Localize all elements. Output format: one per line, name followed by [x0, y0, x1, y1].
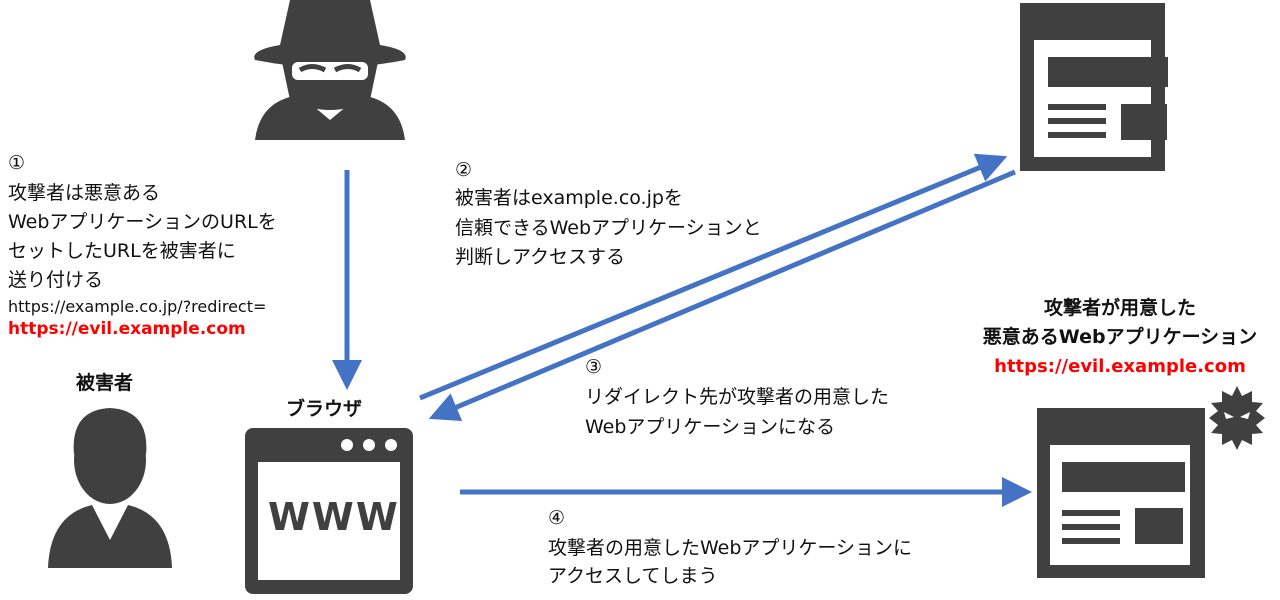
virus-icon — [1209, 386, 1265, 450]
step4-line: 攻撃者の用意したWebアプリケーションに — [548, 537, 913, 559]
browser-icon — [245, 428, 413, 594]
arrow-step2 — [419, 153, 1008, 401]
evil-site-url: https://evil.example.com — [994, 356, 1246, 377]
evil-site-line: 攻撃者が用意した — [1043, 297, 1196, 319]
step1-line: WebアプリケーションのURLを — [8, 211, 277, 233]
step2-line: 信頼できるWebアプリケーションと — [455, 217, 762, 239]
browser-www-text: WWW — [268, 495, 400, 539]
step1-line: セットしたURLを被害者に — [8, 240, 236, 262]
step2-number: ② — [455, 159, 473, 181]
step3-line: リダイレクト先が攻撃者の用意した — [585, 386, 890, 408]
step1-line: 送り付ける — [8, 269, 104, 291]
step2-line: 判断しアクセスする — [455, 246, 626, 268]
victim-label: 被害者 — [76, 372, 134, 394]
evil-web-app-icon — [1037, 408, 1205, 578]
step4-number: ④ — [548, 507, 566, 529]
evil-site-line: 悪意あるWebアプリケーション — [982, 326, 1258, 348]
step2-line: 被害者はexample.co.jpを — [455, 187, 683, 209]
victim-icon — [48, 408, 172, 568]
browser-label: ブラウザ — [286, 398, 363, 420]
step1-url: https://example.co.jp/?redirect= — [8, 297, 267, 316]
attacker-icon — [254, 0, 406, 140]
step3-line: Webアプリケーションになる — [585, 416, 836, 438]
step4-line: アクセスしてしまう — [548, 565, 718, 587]
step1-evil-url: https://evil.example.com — [8, 319, 246, 339]
step1-number: ① — [8, 152, 26, 174]
arrow-step3 — [428, 169, 1016, 422]
step1-line: 攻撃者は悪意ある — [8, 182, 161, 204]
legit-web-app-icon — [1020, 3, 1168, 171]
step3-number: ③ — [585, 356, 603, 378]
